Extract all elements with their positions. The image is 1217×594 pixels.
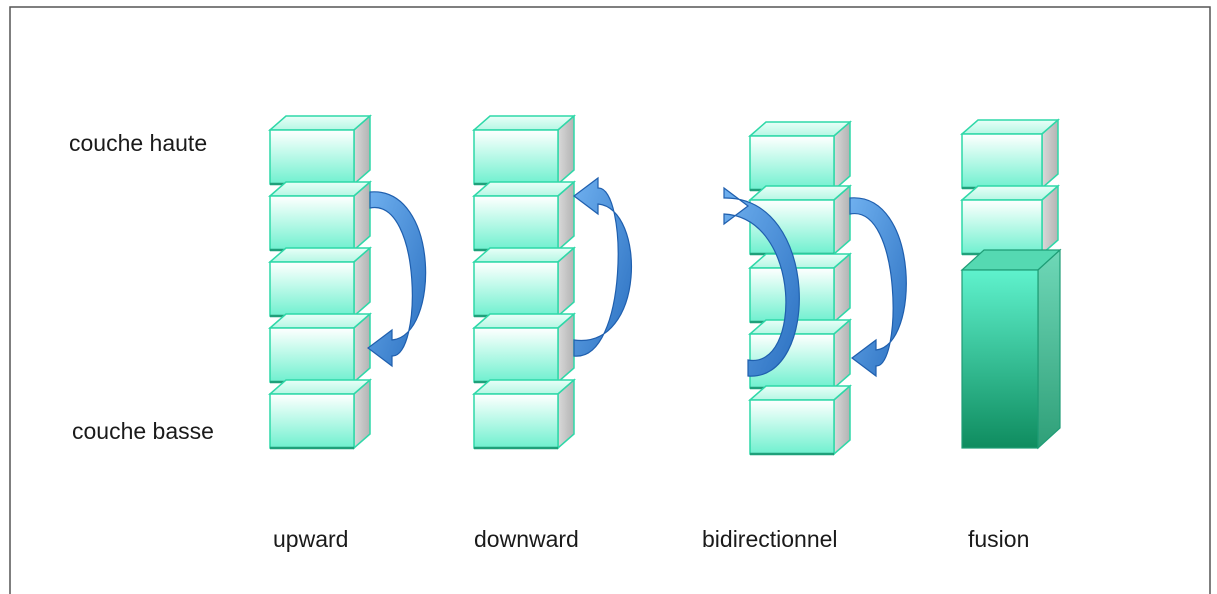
- upward-block-4: [268, 312, 372, 384]
- downward-block-4: [472, 312, 576, 384]
- column-label-upward: upward: [273, 526, 349, 552]
- bidirectionnel-block-2: [748, 184, 852, 256]
- fusion-block-2: [960, 184, 1060, 256]
- bidirectionnel-block-3: [748, 252, 852, 324]
- upward-block-1: [268, 114, 372, 186]
- layer-blocks: [268, 114, 1060, 456]
- fused-layer-block: [960, 248, 1062, 450]
- upward-arrow: [367, 191, 427, 368]
- frame-border: [9, 6, 1211, 594]
- bidirectionnel-block-5: [748, 384, 852, 456]
- upward-block-5: [268, 378, 372, 450]
- bidirectionnel-block-4: [748, 318, 852, 390]
- fusion-block-1: [960, 118, 1060, 190]
- downward-arrow: [573, 176, 632, 357]
- bidirectionnel-arrow-up: [723, 186, 800, 377]
- fused-layer-group: [960, 248, 1062, 450]
- downward-block-1: [472, 114, 576, 186]
- upward-block-3: [268, 246, 372, 318]
- downward-block-2: [472, 180, 576, 252]
- column-label-fusion: fusion: [968, 526, 1030, 552]
- upward-block-2: [268, 180, 372, 252]
- column-label-bidirectionnel: bidirectionnel: [702, 526, 838, 552]
- label-couche-haute: couche haute: [69, 130, 208, 156]
- downward-block-3: [472, 246, 576, 318]
- downward-block-5: [472, 378, 576, 450]
- bidirectionnel-arrow-down: [849, 197, 907, 378]
- label-couche-basse: couche basse: [72, 418, 214, 444]
- bidirectionnel-block-1: [748, 120, 852, 192]
- arrow-group: [367, 176, 907, 378]
- column-label-downward: downward: [474, 526, 579, 552]
